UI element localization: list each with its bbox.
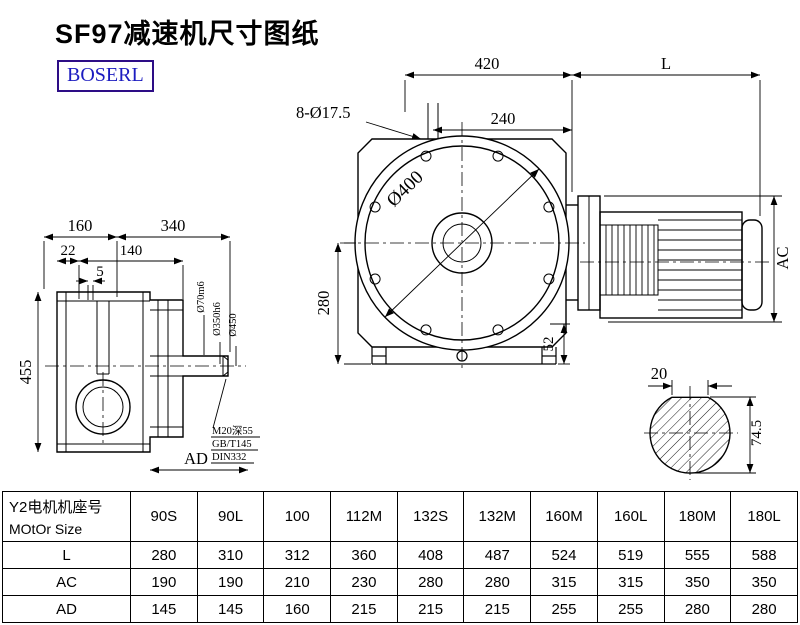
cell: 312 <box>263 541 332 569</box>
dim-d70m6: Ø70m6 <box>196 281 207 313</box>
cell: 280 <box>130 541 198 569</box>
side-view <box>56 291 229 453</box>
col-header-90s: 90S <box>130 491 198 542</box>
dim-20: 20 <box>651 364 668 383</box>
dim-455: 455 <box>16 360 35 385</box>
cell: 519 <box>596 541 665 569</box>
cell: 524 <box>530 541 598 569</box>
shaft-section <box>649 396 731 474</box>
dim-240: 240 <box>491 109 516 128</box>
dim-AD: AD <box>184 449 208 468</box>
col-header-112m: 112M <box>330 491 398 542</box>
row-label-AC: AC <box>2 568 131 596</box>
cell: 487 <box>463 541 532 569</box>
cell: 190 <box>130 568 198 596</box>
cell: 190 <box>196 568 265 596</box>
col-header-132s: 132S <box>396 491 465 542</box>
dim-AC: AC <box>773 247 792 270</box>
col-header-100: 100 <box>263 491 332 542</box>
dim-280: 280 <box>314 291 333 316</box>
bolt-holes <box>369 150 555 336</box>
cell: 280 <box>396 568 465 596</box>
table-row-L: L 280 310 312 360 408 487 524 519 555 58… <box>2 541 798 569</box>
cell: 588 <box>730 541 798 569</box>
cell: 350 <box>730 568 798 596</box>
motor-view <box>566 195 763 319</box>
cell: 215 <box>463 595 532 623</box>
cell: 280 <box>463 568 532 596</box>
cell: 555 <box>663 541 732 569</box>
col-header-160m: 160M <box>530 491 598 542</box>
table-row-AD: AD 145 145 160 215 215 215 255 255 280 2… <box>2 595 798 623</box>
col-header-132m: 132M <box>463 491 532 542</box>
dim-22: 22 <box>61 243 76 259</box>
col-header-160l: 160L <box>596 491 665 542</box>
dim-340: 340 <box>161 216 186 235</box>
cell: 255 <box>596 595 665 623</box>
note-gbt145: GB/T145 <box>212 439 252 450</box>
header-cn: Y2电机机座号 <box>9 499 103 516</box>
note-m20: M20深55 <box>212 425 253 437</box>
dim-5: 5 <box>96 264 104 280</box>
dim-52: 52 <box>541 337 557 352</box>
cell: 210 <box>263 568 332 596</box>
cell: 145 <box>196 595 265 623</box>
dim-140: 140 <box>120 243 143 259</box>
cell: 315 <box>530 568 598 596</box>
motor-fins <box>658 219 742 311</box>
cell: 360 <box>330 541 398 569</box>
dim-L: L <box>661 54 671 73</box>
dim-160: 160 <box>68 216 93 235</box>
side-view-details <box>57 292 229 452</box>
table-header-motor-size: Y2电机机座号 MOtOr Size <box>2 491 131 542</box>
cell: 215 <box>396 595 465 623</box>
cell: 350 <box>663 568 732 596</box>
header-en: MOtOr Size <box>9 521 83 537</box>
cell: 160 <box>263 595 332 623</box>
cell: 215 <box>330 595 398 623</box>
dim-74-5: 74.5 <box>749 420 765 446</box>
col-header-180m: 180M <box>663 491 732 542</box>
cell: 230 <box>330 568 398 596</box>
table-row-AC: AC 190 190 210 230 280 280 315 315 350 3… <box>2 568 798 596</box>
motor-size-table: Y2电机机座号 MOtOr Size 90S 90L 100 112M 132S… <box>2 491 798 623</box>
row-label-L: L <box>2 541 131 569</box>
row-label-AD: AD <box>2 595 131 623</box>
page-title: SF97减速机尺寸图纸 <box>55 19 320 49</box>
dim-d350h6: Ø350h6 <box>212 302 223 336</box>
cell: 408 <box>396 541 465 569</box>
cell: 280 <box>663 595 732 623</box>
dim-d450: Ø450 <box>228 313 239 336</box>
dim-420: 420 <box>475 54 500 73</box>
motor-terminal-lines <box>605 225 655 295</box>
cell: 280 <box>730 595 798 623</box>
col-header-90l: 90L <box>196 491 265 542</box>
dimensions <box>34 71 782 474</box>
cell: 310 <box>196 541 265 569</box>
col-header-180l: 180L <box>730 491 798 542</box>
cell: 145 <box>130 595 198 623</box>
note-din332: DIN332 <box>212 452 246 463</box>
table-header-row: Y2电机机座号 MOtOr Size 90S 90L 100 112M 132S… <box>2 491 798 542</box>
cell: 315 <box>596 568 665 596</box>
cell: 255 <box>530 595 598 623</box>
dim-8-holes: 8-Ø17.5 <box>296 103 351 122</box>
dimension-drawing: 420 L 8-Ø17.5 240 Ø400 280 52 AC 160 340… <box>16 54 792 480</box>
boserl-logo: BOSERL <box>57 60 154 92</box>
